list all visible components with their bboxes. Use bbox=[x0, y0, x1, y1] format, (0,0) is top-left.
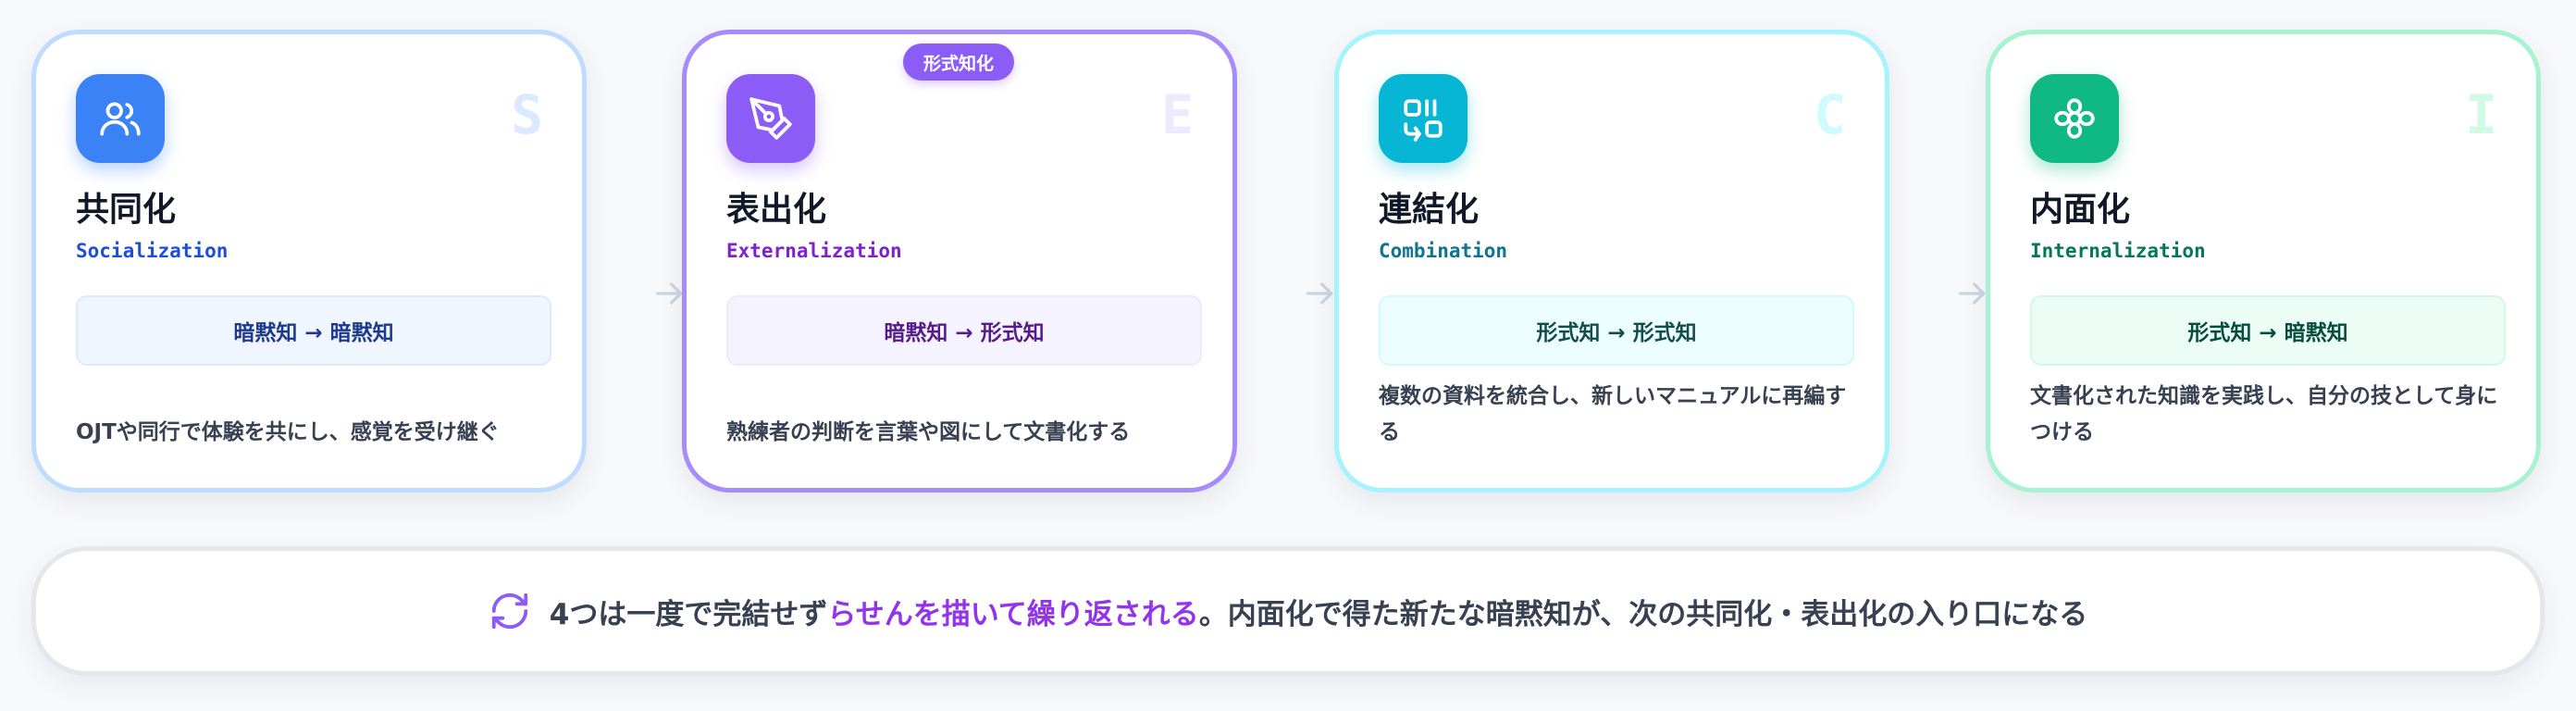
note-text: 4つは一度で完結せずらせんを描いて繰り返される。内面化で得た新たな暗黙知が、次の… bbox=[550, 591, 2087, 632]
card-letter: C bbox=[1814, 83, 1846, 146]
card-externalization: E 表出化 Externalization 暗黙知 → 形式知 熟練者の判断を言… bbox=[682, 30, 1237, 493]
pen-tool-icon bbox=[726, 74, 815, 163]
knowledge-flow-label: 形式知 → 形式知 bbox=[1379, 295, 1854, 366]
knowledge-flow-label: 暗黙知 → 暗黙知 bbox=[76, 295, 551, 366]
card-letter: I bbox=[2465, 83, 2497, 146]
note-suffix: 。内面化で得た新たな暗黙知が、次の共同化・表出化の入り口になる bbox=[1198, 597, 2088, 631]
arrow-right-icon bbox=[1959, 282, 1986, 305]
card-description: 複数の資料を統合し、新しいマニュアルに再編する bbox=[1379, 384, 1847, 444]
card-description: 文書化された知識を実践し、自分の技として身につける bbox=[2030, 384, 2498, 444]
card-letter: E bbox=[1161, 83, 1194, 146]
refresh-icon bbox=[491, 592, 527, 630]
card-description: 熟練者の判断を言葉や図にして文書化する bbox=[726, 420, 1131, 444]
card-letter: S bbox=[511, 83, 543, 146]
users-icon bbox=[76, 74, 165, 163]
card-title: 内面化 bbox=[2030, 191, 2131, 229]
arrow-right-icon bbox=[656, 282, 683, 305]
card-internalization: I 内面化 Internalization 形式知 → 暗黙知 文書化された知識… bbox=[1986, 30, 2541, 493]
card-subtitle: Combination bbox=[1379, 240, 1508, 262]
knowledge-flow-label: 暗黙知 → 形式知 bbox=[726, 295, 1202, 366]
combine-icon bbox=[1379, 74, 1468, 163]
card-title: 連結化 bbox=[1379, 191, 1480, 229]
note-highlight: らせんを描いて繰り返される bbox=[827, 597, 1199, 631]
seci-process-row: S 共同化 Socialization 暗黙知 → 暗黙知 OJTや同行で体験を… bbox=[31, 30, 2545, 496]
card-subtitle: Externalization bbox=[726, 240, 902, 262]
card-combination: C 連結化 Combination 形式知 → 形式知 複数の資料を統合し、新し… bbox=[1334, 30, 1889, 493]
spiral-note: 4つは一度で完結せずらせんを描いて繰り返される。内面化で得た新たな暗黙知が、次の… bbox=[31, 546, 2545, 676]
card-title: 表出化 bbox=[726, 191, 827, 229]
knowledge-flow-label: 形式知 → 暗黙知 bbox=[2030, 295, 2506, 366]
card-subtitle: Internalization bbox=[2030, 240, 2206, 262]
card-subtitle: Socialization bbox=[76, 240, 229, 262]
card-socialization: S 共同化 Socialization 暗黙知 → 暗黙知 OJTや同行で体験を… bbox=[31, 30, 587, 493]
note-prefix: 4つは一度で完結せず bbox=[549, 597, 828, 631]
arrow-right-icon bbox=[1307, 282, 1333, 305]
card-description: OJTや同行で体験を共にし、感覚を受け継ぐ bbox=[76, 420, 500, 444]
featured-badge: 形式知化 bbox=[903, 44, 1015, 81]
card-title: 共同化 bbox=[76, 191, 177, 229]
flower-icon bbox=[2030, 74, 2119, 163]
